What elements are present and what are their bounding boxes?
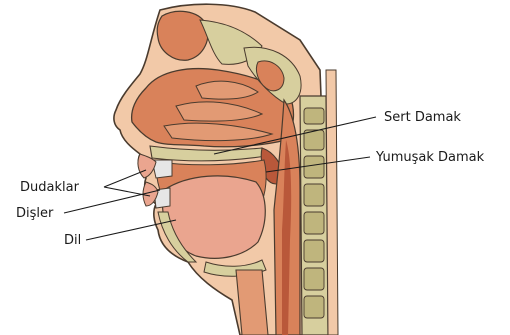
label-tongue: Dil [64,233,81,248]
vertebra-1 [304,108,324,124]
spinal-canal [326,70,338,335]
larynx [236,270,268,335]
vertebra-4 [304,184,324,206]
vertebra-6 [304,240,324,262]
vertebra-7 [304,268,324,290]
leader-line-lips-upper [104,170,146,187]
label-hard-palate: Sert Damak [384,110,461,125]
vertebra-5 [304,212,324,234]
label-lips: Dudaklar [20,180,80,195]
label-soft-palate: Yumuşak Damak [375,150,485,165]
vertebrae [304,108,324,318]
vertebra-3 [304,156,324,178]
vertebra-8 [304,296,324,318]
label-teeth: Dişler [16,206,54,221]
